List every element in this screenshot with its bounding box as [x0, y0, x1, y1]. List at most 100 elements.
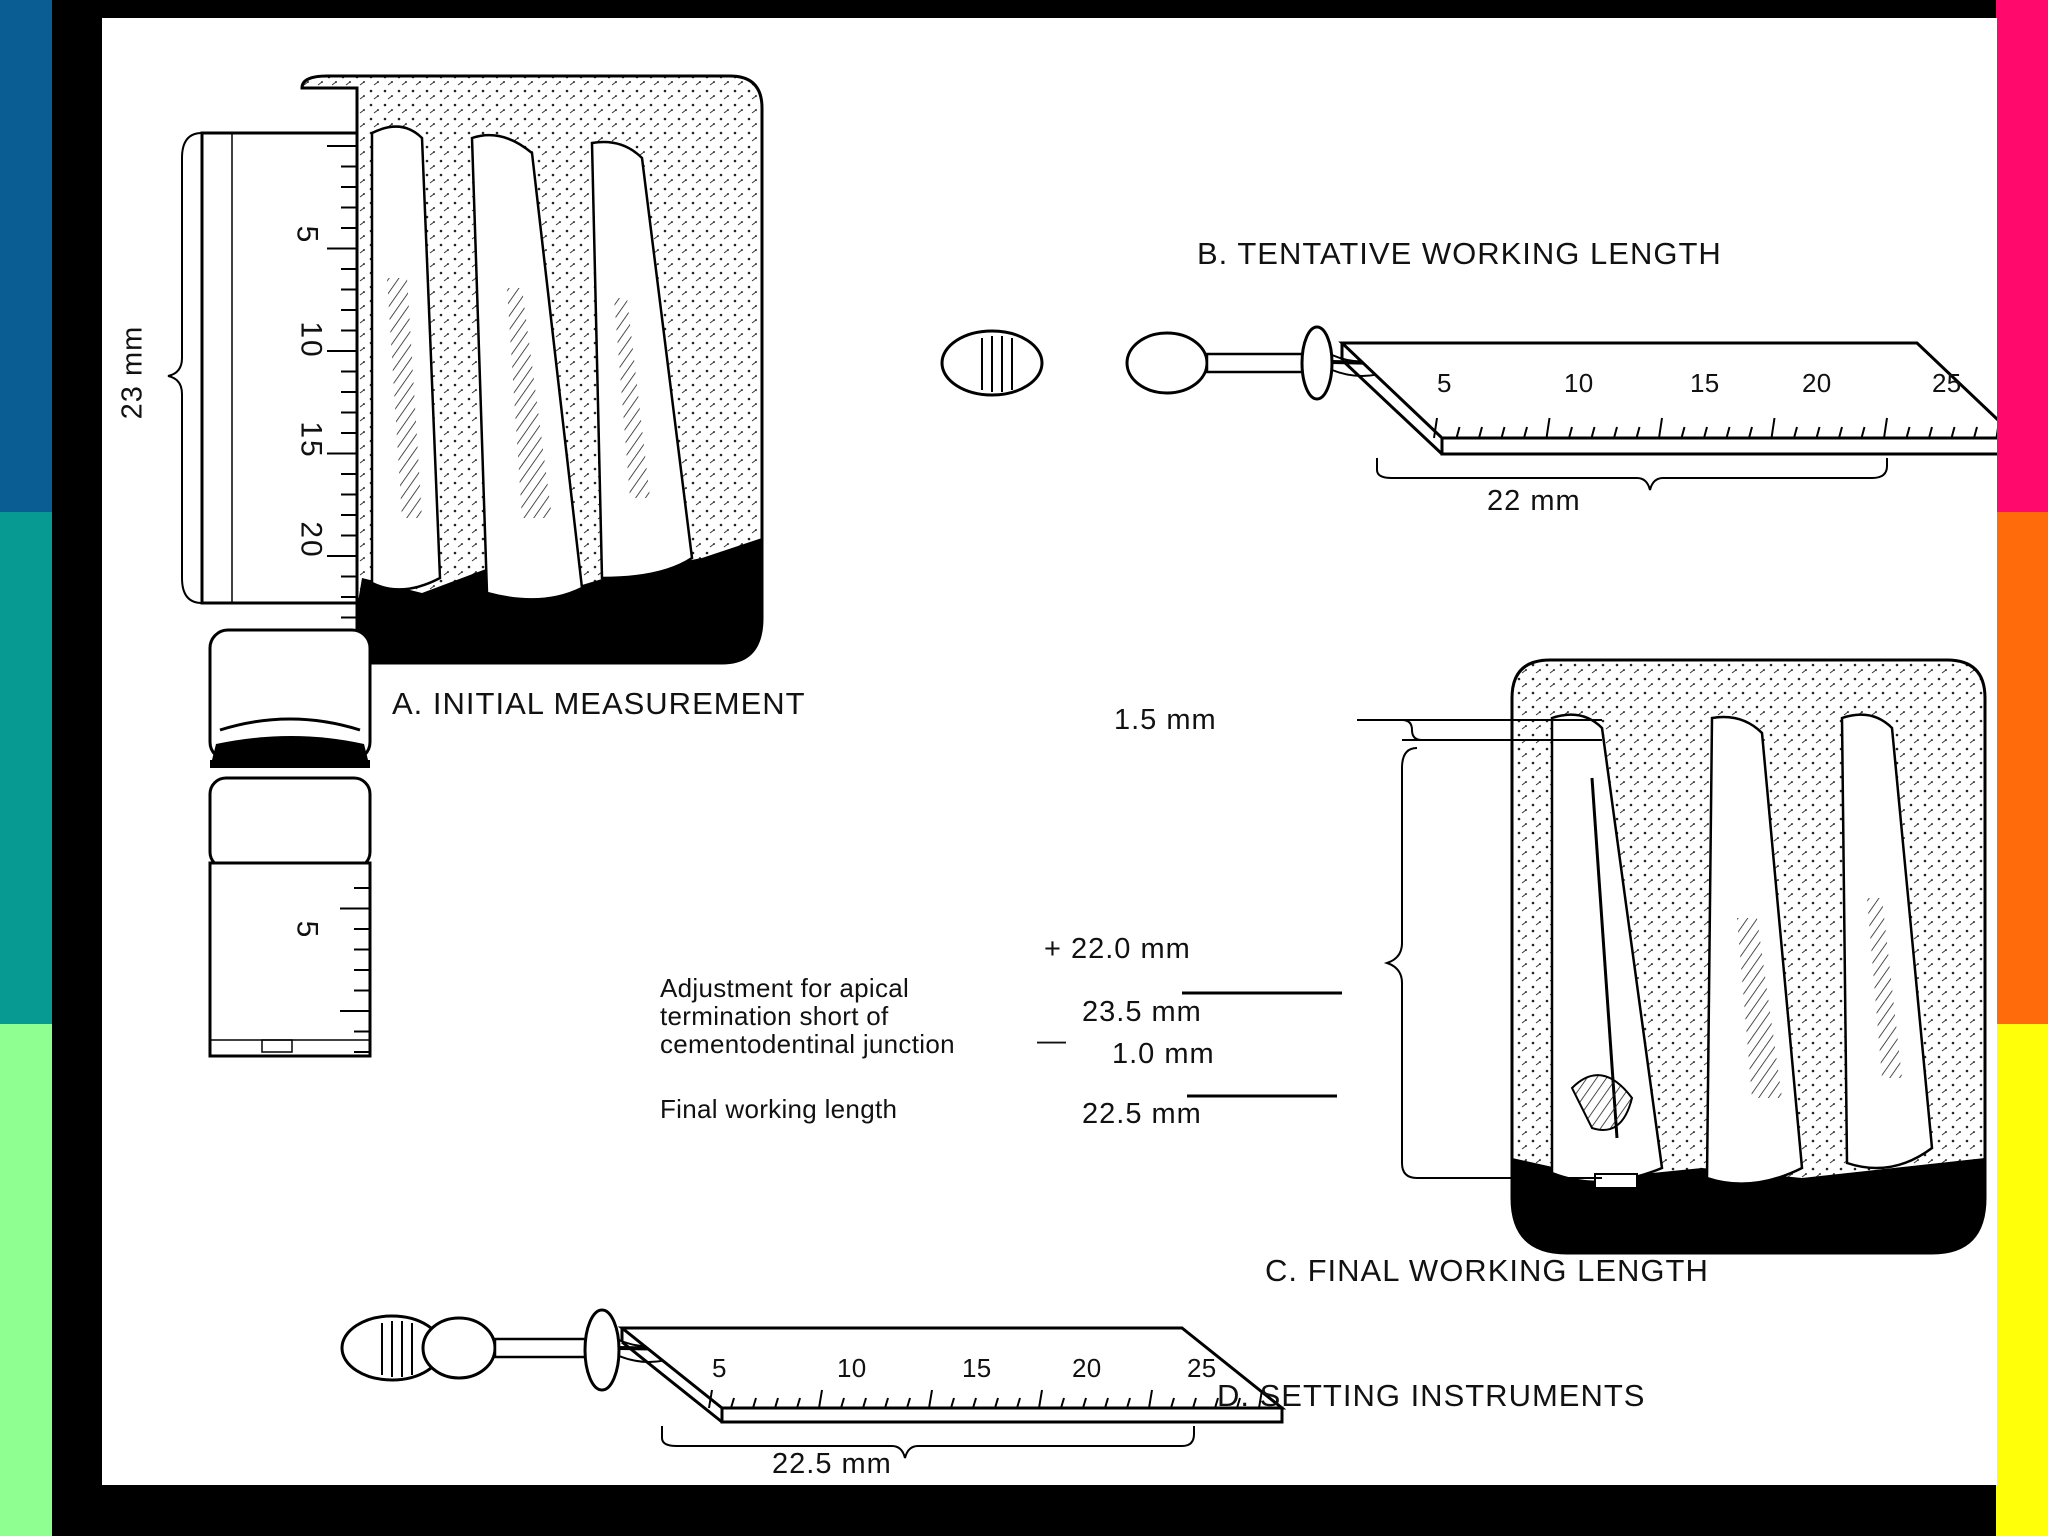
bscale-tick-mark — [1523, 426, 1528, 439]
stripe-left-1 — [0, 0, 52, 512]
dscale-tick-mark — [884, 1397, 889, 1409]
dscale-tick-mark — [928, 1389, 933, 1409]
calc-adjust-sign: — — [1037, 1025, 1067, 1057]
caption-a: A. INITIAL MEASUREMENT — [392, 686, 806, 721]
tooth-block-a — [300, 74, 764, 665]
calc-adjust-text-2: termination short of — [660, 1001, 889, 1031]
diagram-panel: 5 10 15 20 5 5 10 15 20 25 5 10 15 20 25… — [102, 18, 1997, 1485]
measure-22-5mm: 22.5 mm — [772, 1448, 892, 1480]
stripe-left-2 — [0, 512, 52, 1024]
bscale-tick-mark — [1748, 426, 1753, 439]
bscale-tick-mark — [1568, 426, 1573, 439]
dscale-10: 10 — [837, 1353, 867, 1383]
dscale-tick-mark — [1236, 1397, 1241, 1409]
dscale-tick-mark — [994, 1397, 999, 1409]
bscale-tick-mark — [1478, 426, 1483, 439]
caption-b: B. TENTATIVE WORKING LENGTH — [1197, 236, 1722, 271]
dscale-tick-mark — [752, 1397, 757, 1409]
bracket-22-5mm — [661, 1426, 1195, 1459]
calc-adjust-text-1: Adjustment for apical — [660, 973, 910, 1003]
bscale-tick-mark — [1635, 426, 1641, 439]
dscale-tick-mark — [862, 1397, 867, 1409]
dscale-20: 20 — [1072, 1353, 1102, 1383]
dscale-tick-mark — [774, 1397, 779, 1409]
dscale-tick-mark — [1016, 1397, 1021, 1409]
tooth-block-c — [1510, 658, 1987, 1255]
calc-line1-value: + 22.0 mm — [1044, 933, 1191, 965]
bscale-tick-mark — [1928, 426, 1933, 439]
bscale-tick-mark — [1793, 426, 1798, 439]
bscale-tick-mark — [1703, 426, 1708, 439]
bscale-tick-mark — [1658, 417, 1663, 439]
bscale-tick-mark — [1455, 426, 1461, 439]
calc-final-text: Final working length — [660, 1094, 898, 1124]
dscale-tick-mark — [950, 1397, 955, 1409]
bracket-23mm — [167, 132, 203, 604]
bscale-tick-mark — [1905, 426, 1911, 439]
bscale-10: 10 — [1564, 368, 1594, 398]
bracket-1-5mm — [1357, 719, 1602, 741]
vruler-tick-20: 20 — [294, 521, 328, 559]
dscale-tick-mark — [1170, 1397, 1175, 1409]
stripe-right-2 — [1996, 512, 2048, 1024]
bscale-tick-mark — [1590, 426, 1596, 439]
dscale-tick-mark — [1258, 1389, 1263, 1409]
bscale-tick-mark — [1725, 426, 1731, 439]
dscale-tick-mark — [1082, 1397, 1087, 1409]
bscale-tick-mark — [1950, 426, 1956, 439]
bscale-tick-mark — [1770, 417, 1776, 439]
calc-adjust-text-3: cementodentinal junction — [660, 1029, 955, 1059]
dscale-tick-mark — [1214, 1397, 1219, 1409]
vruler-tick-5: 5 — [290, 225, 324, 245]
bracket-22-0mm — [1383, 747, 1602, 1179]
dscale-tick-mark — [708, 1389, 713, 1409]
caption-c: C. FINAL WORKING LENGTH — [1265, 1253, 1709, 1288]
calc-final-value: 22.5 mm — [1082, 1098, 1202, 1130]
dscale-5: 5 — [712, 1353, 727, 1383]
dscale-tick-mark — [1148, 1389, 1153, 1409]
vruler-tick-10: 10 — [294, 321, 328, 359]
vruler-lower-tick-5: 5 — [290, 920, 324, 940]
dscale-tick-mark — [1104, 1397, 1109, 1409]
measure-22mm: 22 mm — [1487, 485, 1581, 517]
bscale-20: 20 — [1802, 368, 1832, 398]
vruler-tick-15: 15 — [294, 421, 328, 459]
bscale-tick-mark — [1545, 417, 1551, 439]
caption-d: D. SETTING INSTRUMENTS — [1217, 1378, 1646, 1413]
measuring-block-d — [617, 1326, 1287, 1424]
dscale-tick-mark — [1192, 1397, 1197, 1409]
stripe-right-3 — [1996, 1024, 2048, 1536]
calc-line2-value: 23.5 mm — [1082, 996, 1202, 1028]
bscale-tick-mark — [1500, 426, 1506, 439]
bscale-tick-mark — [1815, 426, 1821, 439]
dscale-15: 15 — [962, 1353, 992, 1383]
bscale-tick-mark — [1860, 426, 1866, 439]
measure-23mm: 23 mm — [116, 325, 149, 420]
bscale-tick-mark — [1973, 426, 1978, 439]
dscale-25: 25 — [1187, 1353, 1217, 1383]
bscale-25: 25 — [1932, 368, 1962, 398]
bscale-tick-mark — [1433, 417, 1438, 439]
calc-line3-value: 1.0 mm — [1112, 1038, 1215, 1070]
dscale-tick-mark — [818, 1389, 823, 1409]
measure-1-5mm: 1.5 mm — [1114, 704, 1217, 736]
measuring-block-b — [1338, 341, 1997, 456]
diagram-drawing — [167, 74, 1997, 1459]
bscale-5: 5 — [1437, 368, 1452, 398]
bscale-tick-mark — [1883, 417, 1888, 439]
dscale-tick-mark — [840, 1397, 845, 1409]
bscale-tick-mark — [1613, 426, 1618, 439]
stripe-right-1 — [1996, 0, 2048, 512]
bscale-tick-mark — [1838, 426, 1843, 439]
bscale-tick-mark — [1680, 426, 1686, 439]
dscale-tick-mark — [1060, 1397, 1065, 1409]
dscale-tick-mark — [1126, 1397, 1131, 1409]
dscale-tick-mark — [906, 1397, 911, 1409]
bracket-22mm — [1376, 458, 1888, 491]
dscale-tick-mark — [1038, 1389, 1043, 1409]
dscale-tick-mark — [972, 1397, 977, 1409]
dscale-tick-mark — [730, 1397, 735, 1409]
stripe-left-3 — [0, 1024, 52, 1536]
vertical-ruler-a — [200, 131, 372, 1058]
dscale-tick-mark — [796, 1397, 801, 1409]
